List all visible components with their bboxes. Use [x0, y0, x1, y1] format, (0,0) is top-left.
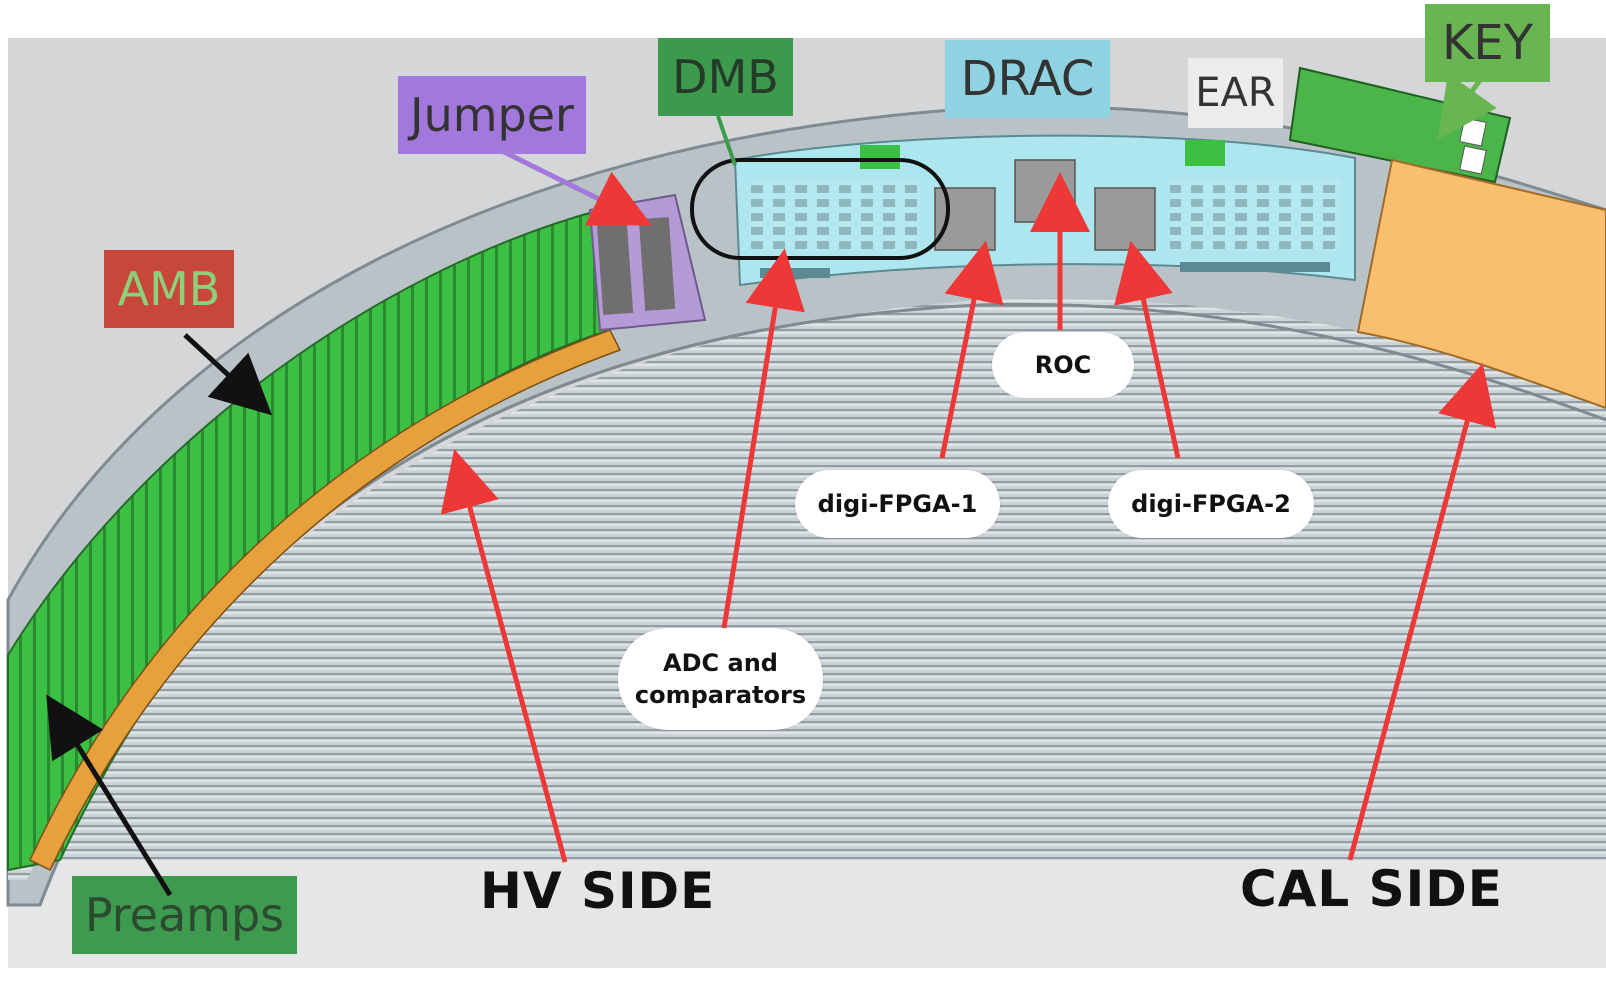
hv-arrow — [440, 449, 568, 863]
preamp-strip — [29, 329, 622, 872]
digi-fpga-1-chip — [934, 187, 996, 251]
amb-label: AMB — [117, 262, 221, 316]
digi-fpga-2-callout: digi-FPGA-2 — [1108, 470, 1314, 538]
jumper-box — [398, 76, 586, 154]
drac-box — [945, 40, 1110, 118]
key-label: KEY — [1441, 15, 1534, 71]
adc-text-line2: comparators — [634, 681, 807, 709]
amb-arrow — [183, 333, 273, 416]
adc-arrow — [721, 248, 805, 629]
jumper-arrow — [488, 142, 652, 226]
dmb-label: DMB — [672, 50, 779, 104]
dmb-arrow — [716, 115, 737, 166]
dmb-box — [658, 38, 793, 116]
roc-chip — [1014, 159, 1076, 223]
preamps-arrow — [46, 694, 173, 897]
digi-fpga-1-callout: digi-FPGA-1 — [795, 470, 1000, 538]
cal-side-label: CAL SIDE — [1240, 860, 1503, 918]
roc-callout: ROC — [992, 332, 1134, 398]
key-arrow — [1437, 73, 1497, 140]
preamps-box — [72, 876, 297, 954]
ear-box — [1188, 58, 1283, 128]
adc-callout: ADC and comparators — [618, 628, 823, 730]
drac-label: DRAC — [960, 51, 1095, 107]
roc-text: ROC — [1034, 350, 1092, 379]
preamps-label: Preamps — [84, 888, 285, 942]
digi-fpga-1-text: digi-FPGA-1 — [817, 489, 978, 518]
digi-fpga-2-chip — [1094, 187, 1156, 251]
adc-text-line1: ADC and — [663, 648, 778, 677]
hv-side-label: HV SIDE — [480, 862, 716, 920]
amb-box — [104, 250, 234, 328]
digi-fpga-2-arrow — [1114, 240, 1181, 459]
adc-highlight — [690, 158, 950, 260]
cal-arrow — [1347, 363, 1497, 861]
cal-plate — [1356, 158, 1606, 410]
digi-fpga-2-text: digi-FPGA-2 — [1131, 489, 1291, 518]
jumper-label: Jumper — [410, 88, 574, 142]
key-box — [1425, 4, 1550, 82]
ear-label: EAR — [1195, 70, 1276, 116]
digi-fpga-1-arrow — [939, 240, 1004, 459]
